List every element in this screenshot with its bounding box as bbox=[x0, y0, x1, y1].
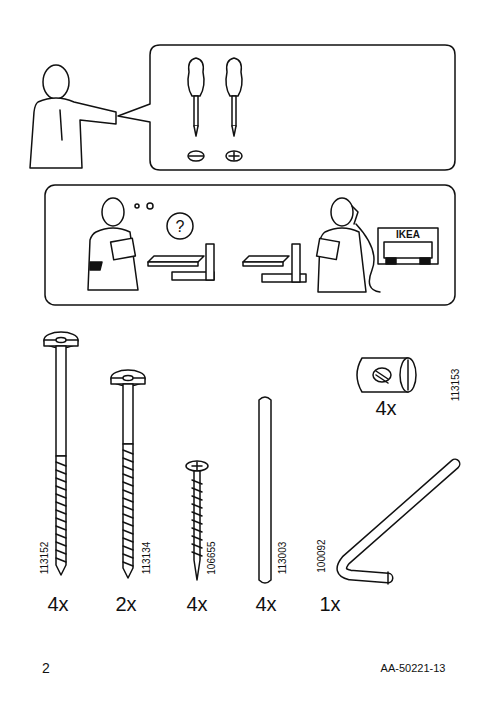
part-number: 113134 bbox=[142, 542, 152, 575]
part-number: 113152 bbox=[40, 542, 50, 575]
thought-bubble bbox=[167, 213, 193, 239]
quantity: 1x bbox=[319, 594, 340, 614]
speech-panel bbox=[118, 45, 455, 170]
quantity: 2x bbox=[115, 594, 136, 614]
part-number: 106655 bbox=[207, 541, 217, 574]
document-code: AA-50221-13 bbox=[381, 663, 446, 674]
quantity: 4x bbox=[255, 594, 276, 614]
quantity: 4x bbox=[47, 594, 68, 614]
part-number: 100092 bbox=[317, 539, 327, 572]
short-bolt bbox=[111, 370, 145, 578]
part-number: 113153 bbox=[451, 369, 461, 402]
dowel bbox=[259, 397, 271, 583]
pointing-figure bbox=[30, 65, 116, 168]
store-building bbox=[378, 228, 438, 264]
advice-panel bbox=[45, 185, 455, 305]
long-bolt bbox=[44, 332, 78, 575]
barrel-nut bbox=[357, 358, 416, 392]
store-sign: IKEA bbox=[396, 230, 420, 240]
phoning-figure bbox=[317, 198, 380, 292]
wood-screw bbox=[186, 461, 208, 580]
flat-screwdriver bbox=[188, 58, 204, 161]
quantity: 4x bbox=[186, 594, 207, 614]
furniture-pieces bbox=[148, 244, 214, 280]
part-number: 113003 bbox=[278, 542, 288, 575]
allen-key bbox=[342, 464, 455, 584]
quantity: 4x bbox=[375, 398, 396, 418]
furniture-pieces bbox=[243, 244, 306, 282]
page-number: 2 bbox=[42, 661, 50, 675]
phillips-screwdriver bbox=[226, 58, 242, 161]
thought-symbol: ? bbox=[176, 219, 185, 235]
